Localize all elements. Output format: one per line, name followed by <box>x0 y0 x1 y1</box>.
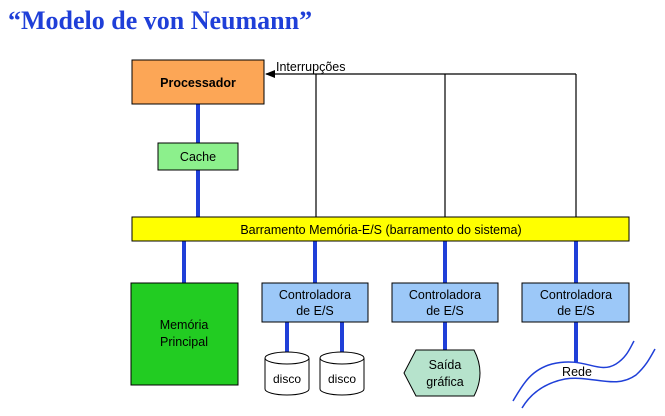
io-controller-2-line1: Controladora <box>409 288 481 302</box>
system-bus-label: Barramento Memória-E/S (barramento do si… <box>240 223 521 237</box>
cache-label: Cache <box>180 150 216 164</box>
io-controller-3-line1: Controladora <box>540 288 612 302</box>
bus-links <box>182 104 578 362</box>
interrupts-label: Interrupções <box>276 60 345 74</box>
processor-box <box>131 59 265 105</box>
io-controller-1 <box>261 282 369 323</box>
main-memory-box <box>130 282 239 386</box>
disk-2-label: disco <box>328 372 356 386</box>
graphic-output-shape <box>403 349 481 397</box>
cache-box <box>157 142 239 171</box>
io-controller-3-line2: de E/S <box>557 304 595 318</box>
network-icon <box>512 340 656 409</box>
system-bus <box>131 216 630 242</box>
disk-2-icon <box>319 351 365 396</box>
processor-label: Processador <box>160 76 236 90</box>
io-controller-1-line2: de E/S <box>296 304 334 318</box>
io-controller-2-line2: de E/S <box>426 304 464 318</box>
io-controller-1-line1: Controladora <box>279 288 351 302</box>
disk-1-label: disco <box>273 372 301 386</box>
graphic-output-line1: Saída <box>429 358 462 372</box>
main-memory-label-line2: Principal <box>160 335 208 349</box>
main-memory-label-line1: Memória <box>160 318 209 332</box>
page-title: “Modelo de von Neumann” <box>8 6 313 35</box>
interrupt-lines <box>265 70 577 217</box>
graphic-output-line2: gráfica <box>426 375 464 389</box>
network-label: Rede <box>562 365 592 379</box>
disk-1-icon <box>264 351 310 396</box>
io-controller-3 <box>521 282 630 323</box>
io-controller-2 <box>391 282 499 323</box>
